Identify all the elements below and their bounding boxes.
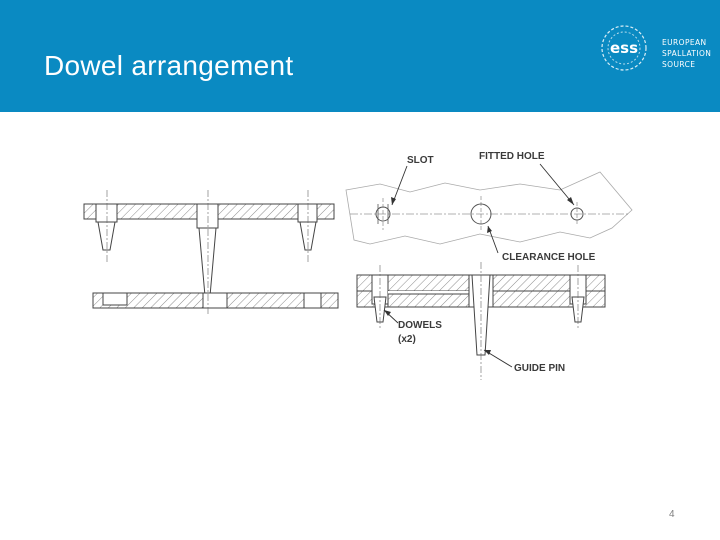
fitted-hole	[570, 202, 584, 226]
label-clearance-hole: CLEARANCE HOLE	[502, 252, 596, 263]
plan-view-outline	[345, 171, 633, 245]
slot-hole	[375, 198, 391, 230]
logo-wordmark: EUROPEAN SPALLATION SOURCE	[662, 37, 711, 70]
label-guide-pin: GUIDE PIN	[514, 363, 565, 374]
left-view	[83, 190, 339, 316]
upper-plate	[83, 203, 335, 229]
slide-header: Dowel arrangement ess EUROPEAN SPALLATIO…	[0, 0, 720, 112]
ess-logo: ess	[601, 25, 647, 71]
leader-arrowheads	[384, 197, 574, 355]
label-dowels-count: (x2)	[398, 334, 416, 345]
dowel-pin-left	[97, 221, 116, 251]
right-view: SLOT FITTED HOLE CLEARANCE HOLE DOWELS (…	[345, 151, 633, 380]
clearance-hole	[470, 196, 492, 232]
logo-line-1: EUROPEAN	[662, 38, 707, 47]
logo-mark: ess	[610, 39, 638, 57]
guide-pin-left	[198, 227, 217, 297]
lower-plate	[92, 292, 339, 309]
dowel-diagram: SLOT FITTED HOLE CLEARANCE HOLE DOWELS (…	[83, 151, 633, 380]
slide-title: Dowel arrangement	[44, 50, 294, 81]
label-fitted-hole: FITTED HOLE	[479, 151, 545, 162]
page-number: 4	[669, 509, 675, 520]
label-slot: SLOT	[407, 155, 434, 166]
logo-line-3: SOURCE	[662, 60, 696, 69]
label-dowels: DOWELS	[398, 320, 442, 331]
logo-line-2: SPALLATION	[662, 49, 712, 58]
